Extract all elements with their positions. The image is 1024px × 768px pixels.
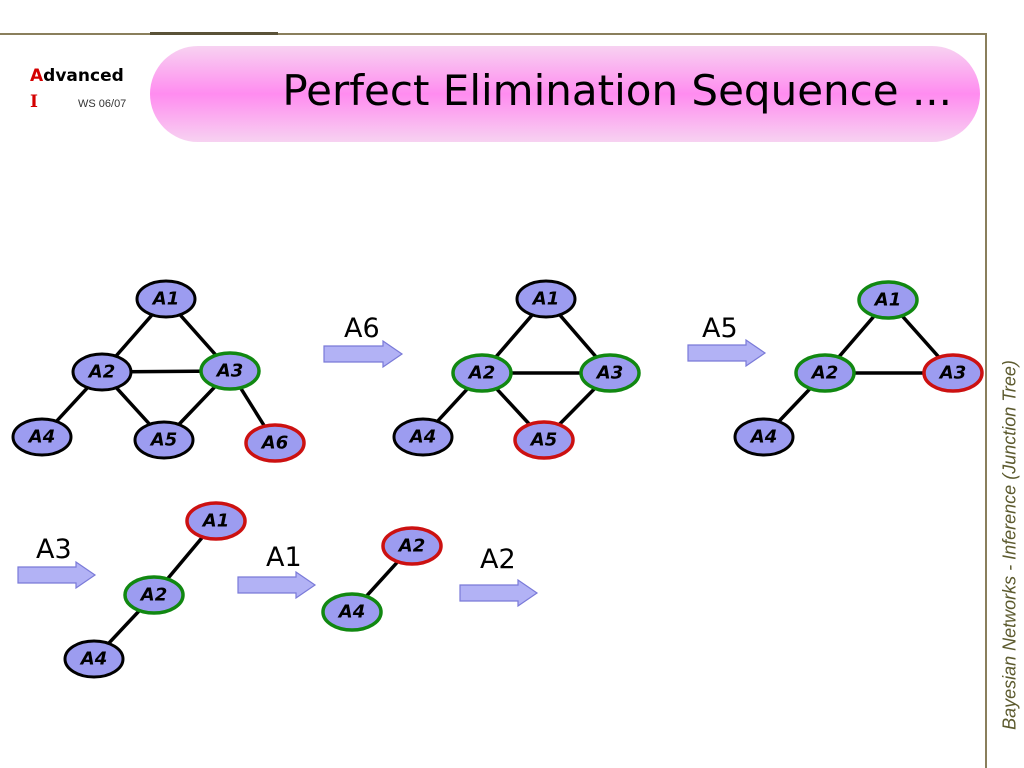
step-arrow: A5 — [687, 313, 767, 368]
node-label: A2 — [810, 363, 838, 384]
node-label: A2 — [397, 536, 425, 557]
graph-node: A5 — [133, 420, 195, 460]
arrow-shape — [323, 339, 404, 369]
graph-4: A1 A2 A4 — [63, 501, 247, 679]
node-label: A6 — [260, 433, 288, 454]
graph-node: A4 — [321, 592, 383, 632]
node-label: A4 — [79, 649, 107, 670]
node-label: A4 — [408, 427, 436, 448]
course-logo: Advanced — [30, 66, 124, 86]
course-term: WS 06/07 — [78, 98, 127, 110]
node-label: A2 — [87, 362, 115, 383]
node-label: A1 — [151, 289, 179, 310]
node-ring — [63, 639, 125, 679]
node-ring — [321, 592, 383, 632]
graph-node: A6 — [244, 423, 306, 463]
graph-node: A4 — [63, 639, 125, 679]
graph-node: A4 — [11, 417, 73, 457]
step-arrow: A2 — [459, 544, 539, 608]
node-ring — [185, 501, 247, 541]
step-label: A1 — [266, 542, 302, 573]
node-label: A4 — [337, 602, 365, 623]
logo-initial: A — [30, 66, 44, 86]
step-label: A3 — [36, 534, 72, 565]
node-ring — [123, 575, 185, 615]
node-label: A2 — [467, 363, 495, 384]
graph-node: A1 — [185, 501, 247, 541]
graph-node: A2 — [381, 526, 443, 566]
step-arrow: A1 — [237, 542, 317, 600]
node-label: A3 — [938, 363, 966, 384]
step-arrow: A6 — [323, 313, 404, 369]
arrow-shape — [687, 338, 767, 368]
node-label: A4 — [27, 427, 55, 448]
graph-node: A5 — [513, 420, 575, 460]
node-label: A5 — [529, 430, 557, 451]
graph-node: A3 — [579, 353, 641, 393]
node-ring — [133, 420, 195, 460]
graph-node: A1 — [515, 279, 577, 319]
graph-node: A2 — [794, 353, 856, 393]
node-ring — [381, 526, 443, 566]
node-ring — [733, 417, 795, 457]
graph-node: A3 — [922, 353, 984, 393]
node-ring — [392, 417, 454, 457]
node-ring — [515, 279, 577, 319]
node-ring — [794, 353, 856, 393]
logo-word: dvanced — [43, 66, 124, 86]
graph-node: A2 — [71, 352, 133, 392]
graph-node: A4 — [733, 417, 795, 457]
slide-title: Perfect Elimination Sequence ... — [282, 66, 952, 115]
graph-node: A2 — [451, 353, 513, 393]
node-ring — [579, 353, 641, 393]
node-ring — [922, 353, 984, 393]
node-label: A4 — [749, 427, 777, 448]
node-ring — [71, 352, 133, 392]
node-label: A1 — [201, 511, 229, 532]
node-ring — [513, 420, 575, 460]
graph-3: A1 A2 A3 A4 — [733, 280, 984, 457]
node-ring — [451, 353, 513, 393]
node-label: A1 — [873, 290, 901, 311]
top-rule — [0, 33, 986, 35]
node-ring — [199, 351, 261, 391]
step-label: A2 — [480, 544, 516, 575]
graph-2: A1 A2 A3 A4 A5 — [392, 279, 641, 460]
graph-node: A3 — [199, 351, 261, 391]
node-label: A3 — [595, 363, 623, 384]
step-label: A6 — [344, 313, 380, 344]
arrow-shape — [459, 578, 539, 608]
node-label: A2 — [139, 585, 167, 606]
graph-node: A2 — [123, 575, 185, 615]
graph-node: A1 — [135, 279, 197, 319]
title-banner: Perfect Elimination Sequence ... — [150, 46, 980, 142]
node-label: A1 — [531, 289, 559, 310]
node-ring — [135, 279, 197, 319]
arrow-shape — [237, 570, 317, 600]
top-rule-accent — [150, 32, 278, 35]
arrow-shape — [17, 560, 97, 590]
graph-node: A1 — [857, 280, 919, 320]
logo-second-initial: I — [30, 92, 38, 112]
graph-1: A1 A2 A3 A4 A5 A6 — [11, 279, 306, 463]
right-rule — [985, 33, 987, 768]
graph-node: A4 — [392, 417, 454, 457]
node-label: A5 — [149, 430, 177, 451]
step-label: A5 — [702, 313, 738, 344]
node-ring — [244, 423, 306, 463]
graph-5: A2 A4 — [321, 526, 443, 632]
node-ring — [11, 417, 73, 457]
node-ring — [857, 280, 919, 320]
node-label: A3 — [215, 361, 243, 382]
step-arrow: A3 — [17, 534, 97, 590]
